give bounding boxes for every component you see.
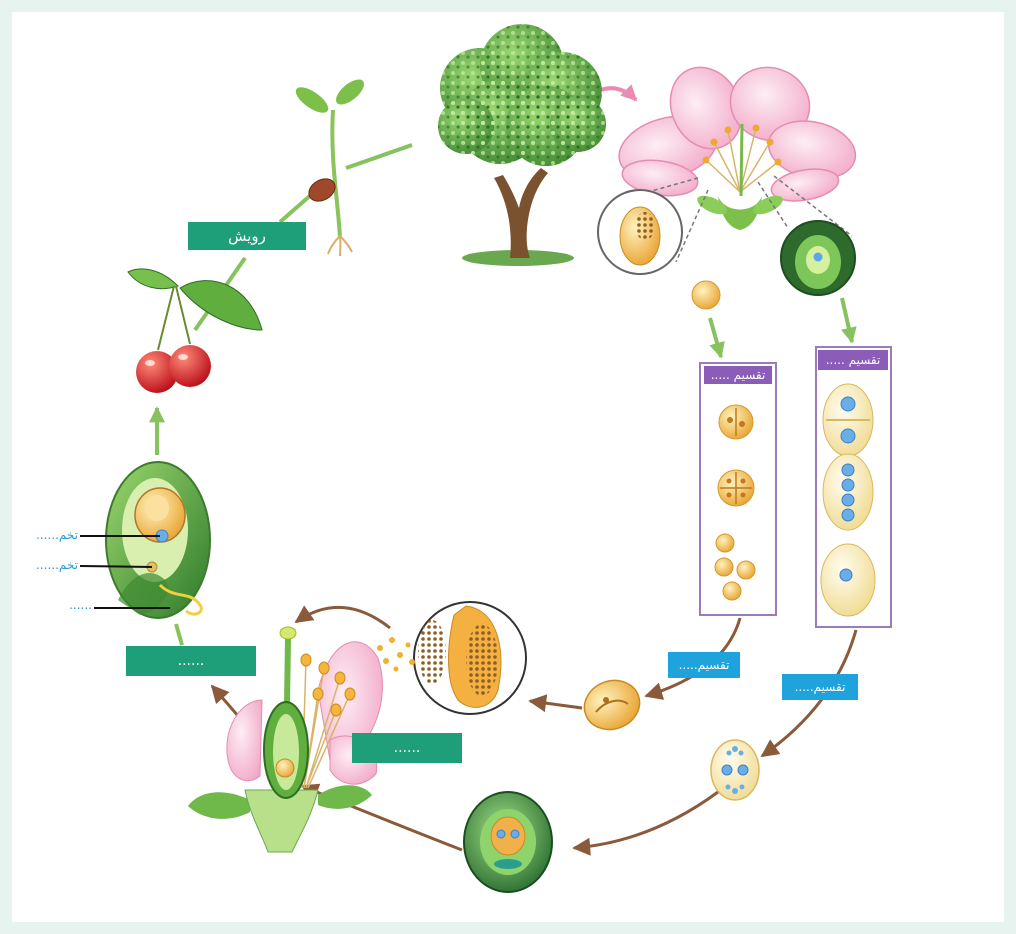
pollen-sac [635, 212, 655, 240]
tree [438, 24, 606, 266]
flower-top [618, 66, 857, 230]
cherries [127, 268, 263, 393]
seedling [295, 79, 365, 257]
megaspore-mother-cell [813, 252, 823, 262]
flower-sepal-left [697, 195, 727, 215]
zoom-lines [611, 175, 853, 263]
arrow-germination-to-seedling [278, 192, 314, 224]
cherry-leaf-right [179, 280, 263, 331]
dividing-cell-1 [718, 404, 754, 440]
division-panel-right-header: تقسیم ..... [818, 350, 888, 370]
seed-part-label-1: تخم...... [36, 528, 78, 542]
cherry-leaf-left [127, 268, 179, 290]
arrow-embryo-sac-to-ovule [572, 790, 719, 856]
seed-part-label-3: ...... [69, 598, 92, 612]
seedling-stem [330, 109, 342, 239]
blank-box-pollination: ...... [352, 733, 462, 763]
cherry-2 [169, 345, 211, 387]
seedling-leaf-left [295, 87, 329, 113]
flower-anthers [702, 124, 782, 166]
germination-label: رویش [188, 222, 306, 250]
seed-coat [308, 178, 336, 202]
ovule-circle [780, 220, 856, 296]
flower-petals [618, 66, 857, 202]
arrow-anther-to-flower [294, 605, 391, 630]
blank-box-fruit: ...... [126, 646, 256, 676]
fruit-cross-section [105, 461, 211, 619]
sepal-right [318, 785, 372, 809]
arrow-seedling-to-tree [345, 143, 413, 170]
division-panel-left [699, 362, 777, 616]
megaspore-cell-2 [822, 453, 874, 531]
division-panel-right [815, 346, 892, 628]
arrow-box-to-fruit [174, 623, 184, 646]
microspore-tetrad [714, 533, 756, 601]
seed-part-label-2: تخم...... [36, 558, 78, 572]
arrow-pollen-to-anther [528, 694, 583, 713]
stigma [279, 626, 297, 640]
megaspore-cell-3 [820, 543, 876, 617]
division-panel-left-header: تقسیم ..... [704, 366, 772, 384]
anther-pollen-circle [413, 601, 527, 715]
megaspore-cell-1 [822, 383, 874, 457]
division-blue-label-left: تقسیم..... [668, 652, 740, 678]
ovary-cavity [273, 714, 299, 790]
pollen-mother-cell [691, 280, 721, 310]
seedling-roots [327, 235, 353, 257]
petal-left [226, 699, 263, 782]
pollen-tube [158, 583, 203, 616]
connector-arrows [149, 84, 858, 856]
style [284, 637, 291, 705]
embryo-sac [710, 739, 760, 801]
sepal-left [188, 792, 250, 819]
flower-sepal-right [753, 195, 783, 215]
flower-pistil [739, 123, 744, 197]
label-pointer-lines [79, 535, 170, 609]
embryo-sac-in-ovule [490, 816, 526, 856]
pollen-grain [583, 679, 641, 731]
dividing-cell-2 [717, 469, 755, 507]
flower-receptacle [718, 196, 762, 230]
receptacle [244, 789, 319, 853]
mature-ovule-circle [463, 791, 553, 893]
arrow-ovule-to-right-panel [840, 297, 857, 344]
tree-trunk [494, 168, 548, 258]
arrow-cell-to-left-panel [708, 317, 725, 359]
division-blue-label-right: تقسیم..... [782, 674, 858, 700]
ovule-in-ovary [275, 758, 295, 778]
anther-circle [597, 189, 683, 275]
seedling-leaf-right [335, 79, 365, 105]
tree-foliage [438, 24, 606, 166]
